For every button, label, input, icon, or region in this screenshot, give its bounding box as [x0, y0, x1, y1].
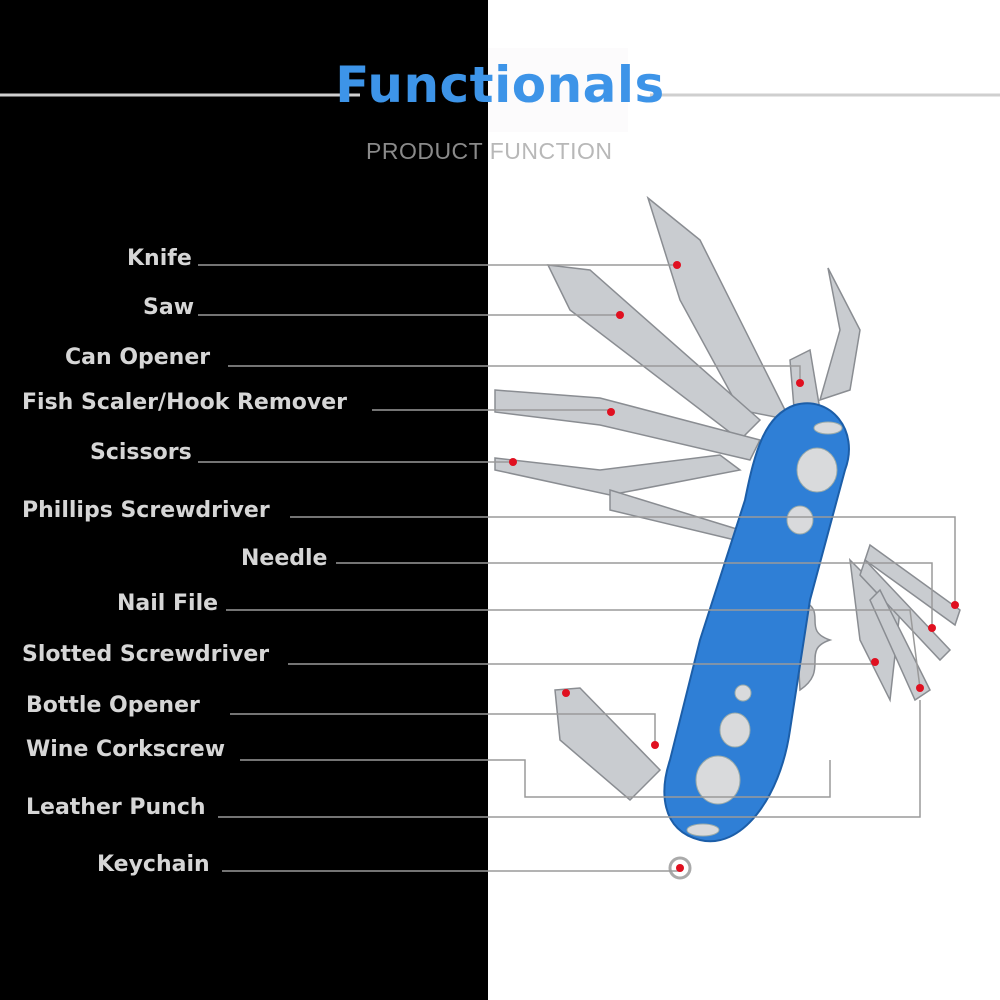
- label-slotted-screwdriver: Slotted Screwdriver: [22, 642, 270, 667]
- label-fish-scaler: Fish Scaler/Hook Remover: [22, 390, 348, 415]
- scissors: [494, 454, 742, 496]
- subtitle-part1: PRODUCT: [366, 138, 483, 164]
- subtitle-part2: FUNCTION: [489, 138, 613, 164]
- black-panel: [0, 0, 488, 1000]
- label-can-opener: Can Opener: [65, 345, 211, 370]
- fish-scaler: [494, 389, 762, 461]
- label-keychain: Keychain: [97, 852, 210, 877]
- hook-blade: [818, 267, 861, 402]
- slotted: [869, 588, 931, 702]
- title-backdrop: [488, 48, 628, 132]
- subtitle: PRODUCT FUNCTION: [366, 138, 613, 165]
- red-markers: [509, 261, 959, 872]
- label-scissors: Scissors: [90, 440, 192, 465]
- label-saw: Saw: [143, 295, 195, 320]
- phillips: [864, 543, 961, 627]
- label-knife: Knife: [127, 246, 192, 271]
- label-nail-file: Nail File: [117, 591, 219, 616]
- page-title: Functionals: [335, 56, 665, 114]
- leader-lines: [198, 264, 956, 872]
- label-wine-corkscrew: Wine Corkscrew: [26, 737, 226, 762]
- bottle-opener: [554, 687, 662, 802]
- key-ring: [668, 856, 692, 880]
- blades: [494, 195, 961, 802]
- saw-blade: [546, 264, 762, 441]
- label-bottle-opener: Bottle Opener: [26, 693, 200, 718]
- label-needle: Needle: [241, 546, 328, 571]
- label-leather-punch: Leather Punch: [26, 795, 206, 820]
- scissor-arm: [609, 488, 742, 541]
- label-phillips-screwdriver: Phillips Screwdriver: [22, 498, 270, 523]
